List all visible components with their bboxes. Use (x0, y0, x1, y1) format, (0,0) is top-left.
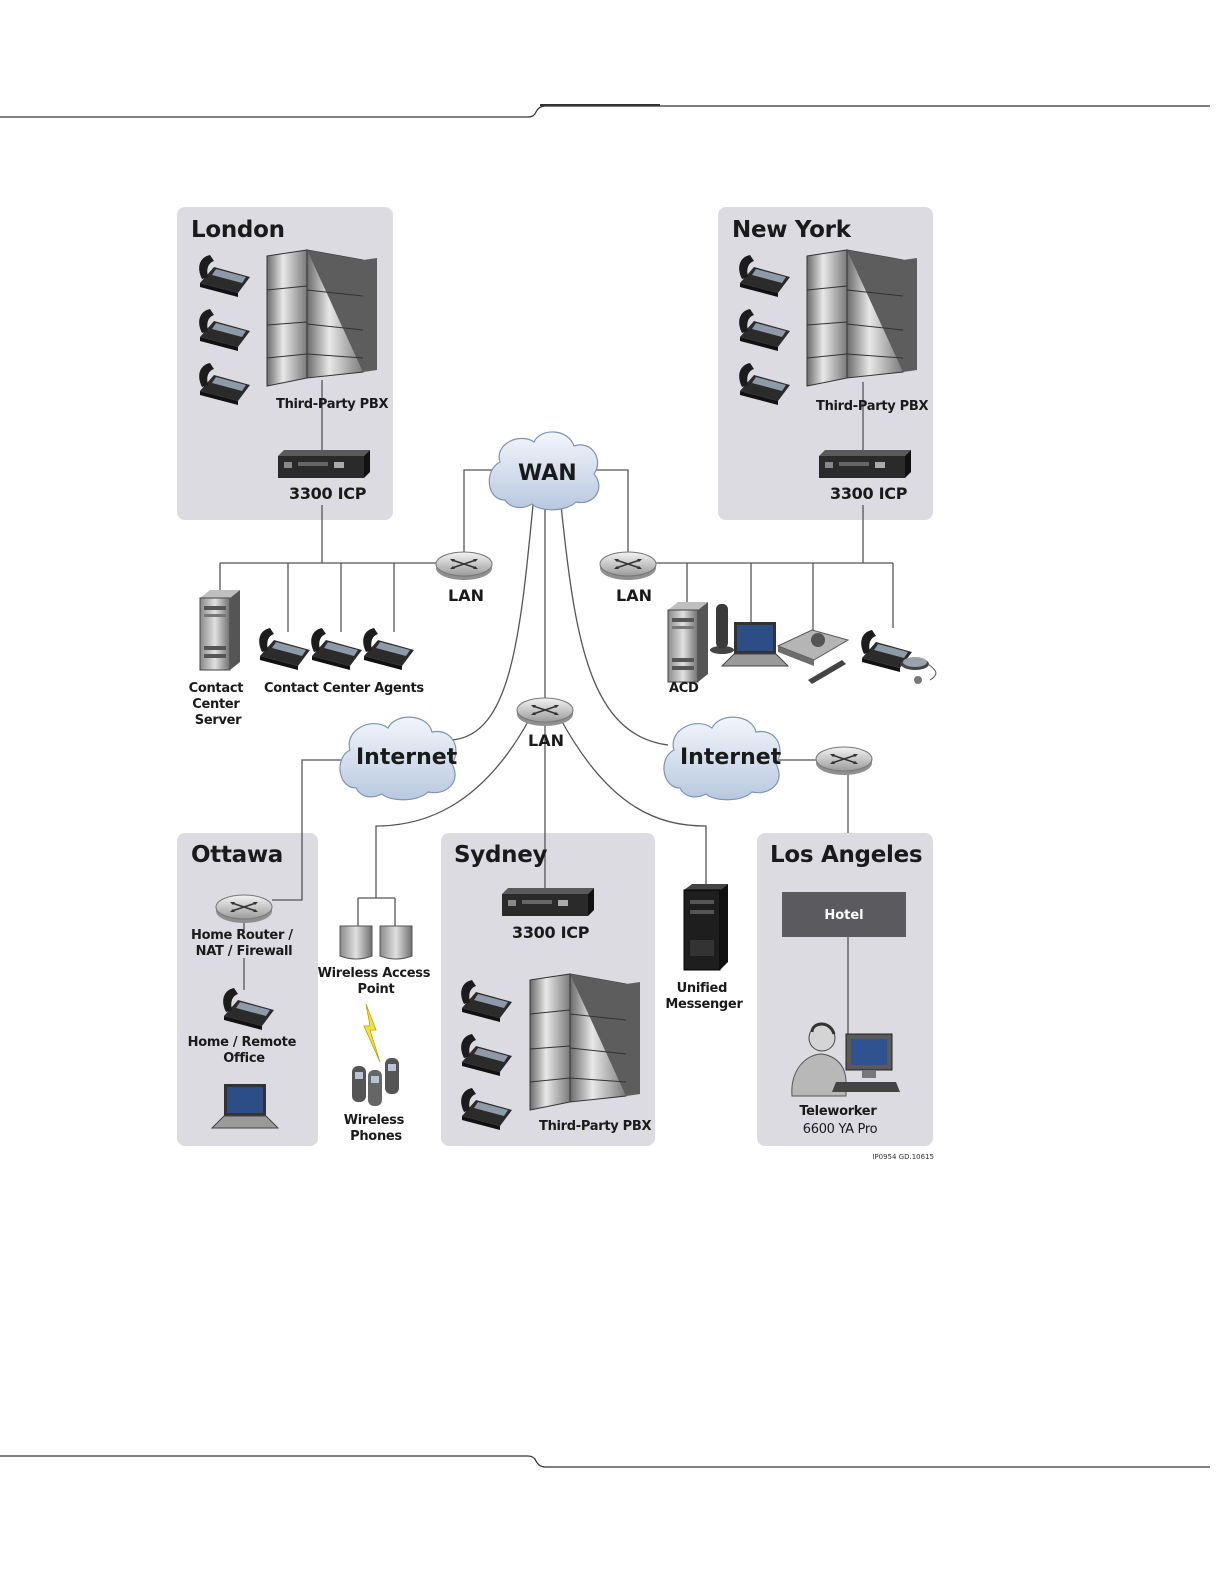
ottawa-title: Ottawa (191, 842, 283, 868)
joystick-icon (710, 604, 734, 654)
acd-label: ACD (669, 681, 699, 696)
ottawa-panel (177, 833, 318, 1146)
central-lan-label: LAN (528, 731, 564, 750)
new-york-pbx-label: Third-Party PBX (816, 399, 929, 414)
london-icp-icon (278, 450, 370, 478)
los-angeles-router-icon (815, 746, 873, 776)
central-lan-router-icon (516, 697, 574, 727)
hotel-box (782, 892, 906, 937)
los-angeles-panel (757, 833, 933, 1146)
new-york-icp-label: 3300 ICP (830, 484, 908, 503)
london-icp-label: 3300 ICP (289, 484, 367, 503)
agent-phone-icon (259, 628, 310, 670)
acd-server-icon (667, 601, 709, 683)
sydney-pbx-label: Third-Party PBX (539, 1119, 652, 1134)
london-title: London (191, 217, 285, 243)
wan-label: WAN (518, 461, 577, 486)
home-remote-office-label: Home / Remote Office (188, 1035, 301, 1066)
sydney-icp-label: 3300 ICP (512, 923, 590, 942)
sydney-title: Sydney (454, 842, 547, 868)
wan-cloud: WAN (488, 431, 600, 511)
wireless-signal-icon (363, 1003, 381, 1063)
agent-phone-icon (311, 628, 362, 670)
wireless-access-point-label: Wireless Access Point (318, 966, 435, 997)
page-header-rule (0, 104, 1210, 118)
sydney-icp-icon (502, 888, 594, 916)
london-pbx-label: Third-Party PBX (276, 397, 389, 412)
home-router-icon (215, 894, 273, 924)
page-footer-rule (0, 1455, 1210, 1468)
network-links (219, 380, 894, 1042)
contact-center-server-icon (199, 589, 241, 671)
internet-cloud-left: Internet (339, 716, 458, 801)
internet-cloud-right: Internet (663, 716, 782, 801)
conference-phone-icon (861, 630, 937, 684)
agent-phone-icon (363, 628, 414, 670)
wireless-phones-label: Wireless Phones (344, 1113, 409, 1144)
teleworker-icon (791, 1022, 900, 1097)
los-angeles-title: Los Angeles (770, 842, 922, 868)
london-lan-label: LAN (448, 586, 484, 605)
figure-reference: IP0954 GD.10615 (872, 1153, 934, 1161)
hotel-label: Hotel (824, 908, 863, 923)
internet-label-left: Internet (356, 745, 458, 770)
contact-center-server-label: Contact Center Server (189, 681, 248, 728)
unified-messenger-label: Unified Messenger (665, 981, 743, 1012)
sydney-pbx-icon (529, 973, 641, 1111)
unified-messenger-server-icon (683, 884, 728, 971)
new-york-lan-label: LAN (616, 586, 652, 605)
video-conference-unit-icon (776, 629, 850, 684)
teleworker-label: Teleworker 6600 YA Pro (799, 1104, 880, 1137)
wireless-handset-icon (352, 1058, 399, 1106)
new-york-laptop-icon (721, 621, 789, 667)
london-lan-router-icon (435, 551, 493, 581)
internet-label-right: Internet (680, 745, 782, 770)
home-router-label: Home Router / NAT / Firewall (191, 928, 297, 959)
london-pbx-icon (266, 249, 378, 387)
contact-center-agents-label: Contact Center Agents (264, 681, 424, 696)
new-york-icp-icon (819, 450, 911, 478)
new-york-lan-router-icon (599, 551, 657, 581)
wireless-access-point-icon (339, 925, 413, 960)
new-york-title: New York (732, 217, 852, 243)
new-york-pbx-icon (806, 249, 918, 387)
